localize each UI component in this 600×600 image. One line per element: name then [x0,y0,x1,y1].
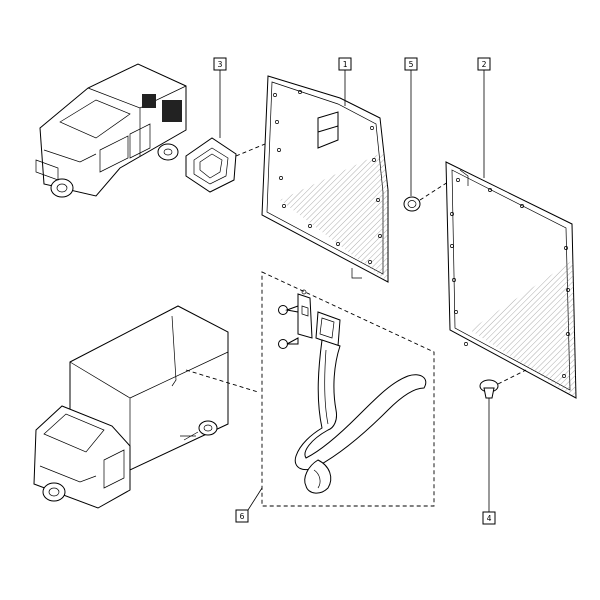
strap-detail-frame [261,271,435,507]
callout-label: 5 [409,60,414,69]
callout-5: 5 [404,57,418,71]
part-1-panel [261,75,389,283]
callout-6: 6 [235,509,249,523]
callout-2: 2 [477,57,491,71]
callout-label: 3 [218,60,223,69]
callout-label: 1 [343,60,348,69]
van-illustration [35,63,187,198]
part-5-clip [403,196,421,212]
van-panel-marker-icon [162,100,182,122]
screw-icon [278,337,299,349]
truck-illustration [33,305,229,509]
part-2-panel [445,161,577,399]
callout-4: 4 [482,511,496,525]
callout-leaders [219,70,490,512]
leader-truck-to-strap [185,369,259,393]
callout-1: 1 [338,57,352,71]
leader-5-to-2 [419,181,449,201]
van-window-marker-icon [142,94,156,108]
leader-4-to-2 [497,369,527,385]
part-6-strap-kit [278,289,427,494]
callout-label: 4 [487,514,492,523]
part-3-frame [185,137,237,193]
callout-label: 6 [240,512,245,521]
part-4-rivet [479,379,499,399]
callout-3: 3 [213,57,227,71]
callout-label: 2 [482,60,487,69]
screw-icon [278,305,299,315]
